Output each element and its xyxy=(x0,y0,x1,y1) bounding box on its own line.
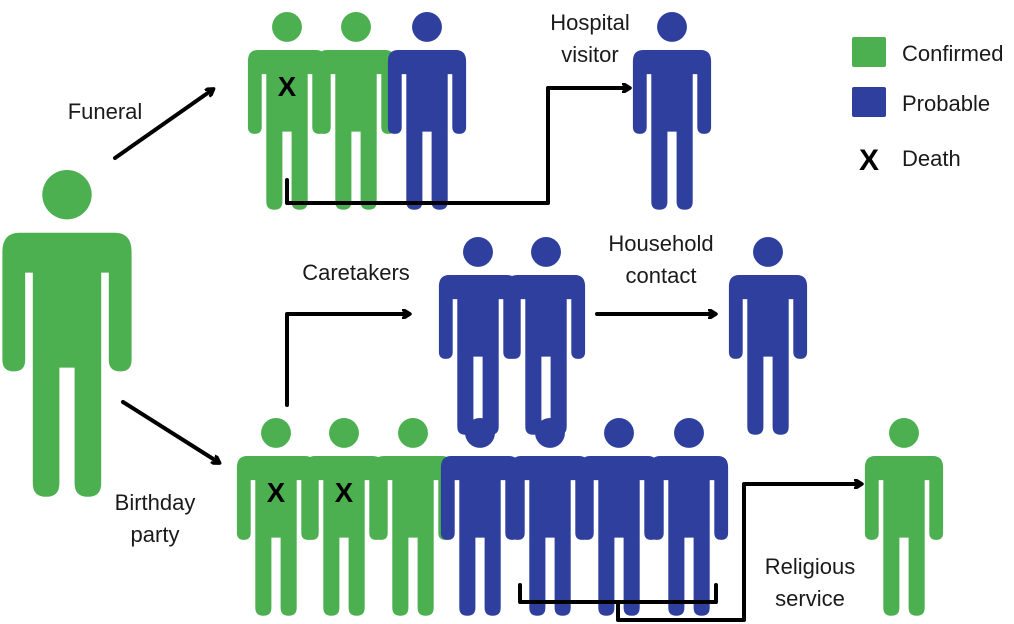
person-party-1: X xyxy=(236,418,316,616)
legend-death-mark: X xyxy=(859,144,879,177)
person-body xyxy=(579,455,659,616)
person-head xyxy=(341,12,371,42)
person-head xyxy=(398,418,428,448)
person-funeral-2 xyxy=(316,12,396,210)
person-head xyxy=(42,170,92,220)
label-religious-service-line2: service xyxy=(775,586,845,611)
label-hospital-visitor-line1: Hospital xyxy=(550,10,629,35)
person-body xyxy=(649,455,729,616)
person-body xyxy=(438,274,518,435)
legend-death-label: Death xyxy=(902,146,961,171)
label-funeral: Funeral xyxy=(68,99,143,124)
person-head xyxy=(261,418,291,448)
person-body xyxy=(632,49,712,210)
arrow-hospital-visitor xyxy=(285,88,628,205)
person-body xyxy=(506,274,586,435)
death-mark: X xyxy=(267,477,286,508)
person-head xyxy=(604,418,634,448)
person-body xyxy=(510,455,590,616)
person-head xyxy=(329,418,359,448)
person-household-contact xyxy=(728,237,808,435)
label-birthday-party-line1: Birthday xyxy=(115,490,196,515)
person-head xyxy=(674,418,704,448)
person-funeral-1: X xyxy=(247,12,327,210)
label-religious-service-line1: Religious xyxy=(765,554,856,579)
label-household-contact-line1: Household xyxy=(608,231,713,256)
person-caretaker-1 xyxy=(438,237,518,435)
person-head xyxy=(465,418,495,448)
person-head xyxy=(535,418,565,448)
person-party-4 xyxy=(440,418,520,616)
person-party-2: X xyxy=(304,418,384,616)
person-head xyxy=(657,12,687,42)
person-caretaker-2 xyxy=(506,237,586,435)
bracket-religious-service xyxy=(518,583,718,604)
person-party-7 xyxy=(649,418,729,616)
person-head xyxy=(463,237,493,267)
death-mark: X xyxy=(278,71,297,102)
person-body xyxy=(440,455,520,616)
person-head xyxy=(531,237,561,267)
person-body xyxy=(864,455,944,616)
arrow-funeral xyxy=(113,90,212,160)
people-layer: X X X xyxy=(2,12,944,616)
label-caretakers: Caretakers xyxy=(302,260,410,285)
legend-probable-label: Probable xyxy=(902,91,990,116)
death-mark: X xyxy=(335,477,354,508)
person-body xyxy=(387,49,467,210)
label-household-contact-line2: contact xyxy=(626,263,697,288)
person-body xyxy=(2,232,132,497)
person-religious-service-case xyxy=(864,418,944,616)
person-head xyxy=(272,12,302,42)
person-body xyxy=(247,49,327,210)
arrow-birthday-party xyxy=(121,400,218,462)
person-body xyxy=(373,455,453,616)
person-body xyxy=(728,274,808,435)
arrow-religious-service xyxy=(616,484,860,622)
person-party-5 xyxy=(510,418,590,616)
label-hospital-visitor-line2: visitor xyxy=(561,42,618,67)
label-birthday-party-line2: party xyxy=(131,522,180,547)
person-funeral-3 xyxy=(387,12,467,210)
person-hospital-visitor xyxy=(632,12,712,210)
person-head xyxy=(753,237,783,267)
person-party-3 xyxy=(373,418,453,616)
legend-confirmed-swatch xyxy=(852,37,886,67)
person-body xyxy=(236,455,316,616)
legend-probable-swatch xyxy=(852,87,886,117)
person-head xyxy=(412,12,442,42)
person-party-6 xyxy=(579,418,659,616)
arrow-caretakers xyxy=(285,314,408,407)
legend: Confirmed Probable X Death xyxy=(852,37,1003,177)
person-index-case xyxy=(2,170,132,497)
person-body xyxy=(304,455,384,616)
person-head xyxy=(889,418,919,448)
legend-confirmed-label: Confirmed xyxy=(902,41,1003,66)
person-body xyxy=(316,49,396,210)
